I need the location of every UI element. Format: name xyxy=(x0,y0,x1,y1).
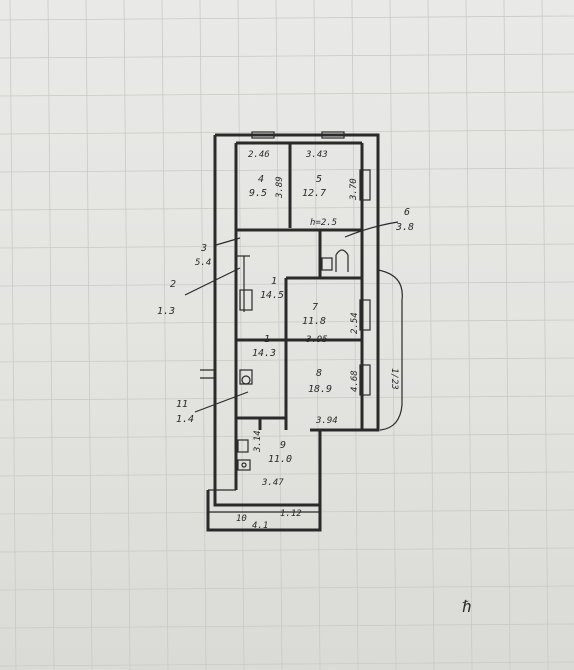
room-8-width: 3.94 xyxy=(315,416,338,426)
room-3-area: 5.4 xyxy=(195,258,211,268)
grid-line xyxy=(0,167,574,173)
room-6-area: 3.8 xyxy=(395,222,414,233)
grid-line xyxy=(0,243,574,249)
room-3-number: 3 xyxy=(200,243,207,254)
room-7-area: 11.8 xyxy=(302,316,326,327)
grid-line xyxy=(199,0,207,670)
room-11-area: 1.4 xyxy=(176,414,194,425)
grid-line xyxy=(0,433,574,439)
grid-line xyxy=(161,0,169,670)
room-9-number: 9 xyxy=(280,440,286,451)
room-8-area: 18.9 xyxy=(308,384,332,395)
grid-line xyxy=(389,0,397,670)
room-4-number: 4 xyxy=(258,174,264,185)
grid-line xyxy=(503,0,511,670)
ceiling-height: h=2.5 xyxy=(310,218,337,228)
room-6-number: 6 xyxy=(404,207,410,218)
room-5-area: 12.7 xyxy=(302,188,326,199)
room-labels: 2.46 4 9.5 3.89 3.43 5 12.7 3.70 h=2.5 6… xyxy=(157,150,414,531)
room-7-width: 3.95 xyxy=(305,335,328,345)
grid-line xyxy=(0,623,574,629)
room-1b-number: 1 xyxy=(264,334,270,345)
grid-line xyxy=(427,0,435,670)
windows xyxy=(251,131,371,396)
room-11-number: 11 xyxy=(176,399,188,410)
room-8-depth: 4.68 xyxy=(350,370,360,392)
grid-line xyxy=(275,0,283,670)
leader-lines xyxy=(184,221,399,413)
grid-line xyxy=(0,205,574,211)
grid-line xyxy=(0,661,574,667)
room-9-width: 3.47 xyxy=(261,478,284,488)
internal-walls xyxy=(234,141,364,490)
room-4-width: 2.46 xyxy=(248,150,270,160)
room-1a-number: 1 xyxy=(271,276,277,287)
grid-line xyxy=(465,0,473,670)
grid-line xyxy=(351,0,359,670)
room-10-number: 10 xyxy=(236,514,247,524)
grid-line xyxy=(0,91,574,97)
room-10-area: 4.1 xyxy=(252,521,268,531)
grid-line xyxy=(0,585,574,591)
grid-line xyxy=(47,0,55,670)
room-8-number: 8 xyxy=(316,368,322,379)
room-1a-area: 14.5 xyxy=(260,290,284,301)
grid-line xyxy=(541,0,549,670)
grid-line xyxy=(237,0,245,670)
grid-line xyxy=(9,0,17,670)
room-4-depth: 3.89 xyxy=(275,176,285,199)
grid-line xyxy=(0,471,574,477)
room-7-number: 7 xyxy=(312,302,318,313)
signature-mark: ℏ xyxy=(462,597,472,616)
room-1b-area: 14.3 xyxy=(252,348,276,359)
room-2-area: 1.3 xyxy=(157,306,175,317)
grid-line xyxy=(0,547,574,553)
room-4-area: 9.5 xyxy=(249,188,267,199)
room-10-width: 1.12 xyxy=(280,509,302,519)
room-2-number: 2 xyxy=(170,279,176,290)
grid-line xyxy=(85,0,93,670)
grid-line xyxy=(313,0,321,670)
room-9-area: 11.0 xyxy=(268,454,292,465)
loggia-label: 1/23 xyxy=(389,368,399,390)
room-7-depth: 2.54 xyxy=(350,312,360,334)
room-5-number: 5 xyxy=(316,174,322,185)
outer-walls xyxy=(200,133,403,532)
room-9-depth: 3.14 xyxy=(253,430,263,453)
room-5-width: 3.43 xyxy=(305,150,328,160)
room-5-depth: 3.70 xyxy=(349,178,359,201)
grid-line xyxy=(123,0,131,670)
grid-line xyxy=(0,129,574,135)
fixtures xyxy=(237,249,349,471)
grid-line xyxy=(0,15,574,21)
grid-line xyxy=(0,53,574,59)
